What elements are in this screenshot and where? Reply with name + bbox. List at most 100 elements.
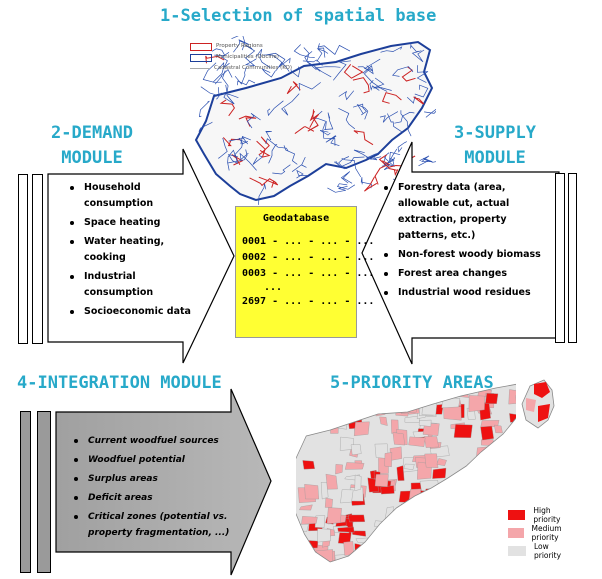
priority-cell — [395, 405, 409, 417]
priority-cell — [469, 487, 489, 501]
priority-cell — [471, 541, 489, 553]
priority-cell — [431, 563, 442, 569]
priority-cell — [503, 438, 516, 447]
priority-cell — [459, 534, 475, 547]
municipality-boundary — [222, 137, 241, 147]
priority-cell — [421, 533, 438, 548]
priority-cell — [512, 492, 516, 501]
geodatabase-row: 0001 - ... - ... - ... — [242, 236, 375, 247]
priority-cell — [416, 560, 431, 562]
legend-swatch-medium — [508, 528, 524, 538]
priority-cell — [376, 551, 393, 562]
priority-cell — [325, 473, 338, 490]
priority-cell — [358, 546, 367, 559]
title-supply-module: 3-SUPPLY MODULE — [440, 121, 550, 171]
municipality-boundary — [294, 126, 315, 135]
priority-cell — [416, 528, 436, 541]
priority-cell — [485, 393, 499, 404]
priority-cell — [332, 385, 349, 398]
priority-cell — [426, 558, 437, 562]
integration-item: Deficit areas — [72, 490, 247, 506]
priority-cell — [433, 528, 447, 540]
priority-cell — [374, 474, 389, 487]
municipality-boundary — [233, 137, 245, 156]
municipality-boundary — [360, 177, 372, 189]
priority-cell — [301, 552, 316, 560]
demand-stripe-2 — [32, 174, 43, 344]
legend-label-medium: Medium priority — [531, 524, 562, 542]
geodatabase-row: 0002 - ... - ... - ... — [242, 252, 375, 263]
priority-cell — [423, 436, 439, 448]
priority-cell — [466, 557, 479, 562]
municipality-boundary — [231, 154, 244, 166]
municipality-boundary — [214, 69, 233, 85]
legend-swatch-low — [508, 546, 526, 556]
priority-cell — [392, 559, 410, 562]
municipality-boundary — [378, 154, 406, 168]
title-demand-line1: 2-DEMAND — [51, 123, 133, 143]
priority-cell — [509, 429, 516, 439]
priority-cell — [335, 464, 343, 475]
priority-map-outline — [296, 383, 516, 563]
geodatabase-row: 0003 - ... - ... - ... — [242, 268, 375, 279]
priority-cell — [394, 517, 405, 526]
municipality-boundary — [265, 130, 272, 141]
priority-cell — [467, 463, 485, 471]
supply-item: Forestry data (area, allowable cut, actu… — [382, 180, 547, 244]
priority-cell — [424, 453, 439, 469]
priority-cell — [408, 436, 426, 447]
priority-cell — [310, 393, 325, 404]
municipality-boundary — [306, 61, 332, 78]
priority-cell — [353, 421, 370, 437]
priority-areas-map — [296, 383, 516, 569]
priority-cell — [394, 551, 407, 562]
municipality-boundary — [240, 136, 251, 145]
priority-cell — [468, 395, 485, 412]
priority-cell — [296, 543, 307, 559]
priority-cell — [401, 503, 418, 512]
municipality-boundary — [218, 137, 228, 159]
municipality-boundary — [338, 90, 355, 101]
priority-cell — [381, 558, 392, 562]
priority-cell — [316, 390, 333, 398]
priority-cell — [453, 424, 473, 438]
priority-cell — [440, 491, 449, 504]
municipality-boundary — [381, 92, 402, 104]
municipality-boundary — [234, 67, 247, 85]
priority-cell — [298, 418, 310, 428]
priority-cell — [420, 514, 439, 524]
priority-cell — [297, 547, 306, 561]
spatial-base-map-boundaries — [198, 36, 436, 205]
municipality-boundary — [293, 44, 315, 58]
priority-cell — [342, 558, 361, 562]
municipality-boundary — [233, 39, 250, 53]
priority-cell — [370, 388, 379, 395]
municipality-boundary — [373, 77, 392, 91]
priority-cell — [495, 542, 503, 554]
municipality-boundary — [239, 152, 257, 171]
priority-cell — [300, 384, 318, 399]
municipality-boundary — [309, 110, 320, 128]
legend-high: High priority — [508, 506, 567, 524]
priority-cell — [334, 416, 347, 430]
municipality-boundary — [352, 103, 367, 116]
priority-cell — [351, 530, 366, 537]
municipality-boundary — [258, 176, 279, 188]
municipality-boundary — [258, 183, 267, 205]
municipality-boundary — [237, 79, 256, 86]
priority-cell — [458, 513, 475, 524]
priority-cell — [451, 563, 461, 569]
municipality-boundary — [296, 169, 308, 179]
municipality-boundary — [283, 145, 298, 165]
priority-cell — [456, 558, 473, 562]
spatial-base-map — [194, 36, 436, 205]
priority-cell — [443, 406, 462, 421]
title-demand-line2: MODULE — [61, 148, 123, 168]
municipality-boundary — [356, 103, 369, 120]
priority-cell — [368, 390, 384, 403]
municipality-boundary — [291, 156, 307, 172]
municipality-boundary — [290, 66, 301, 78]
municipality-boundary — [262, 68, 276, 78]
municipality-boundary — [228, 136, 248, 145]
legend-swatch-municipalities — [190, 53, 212, 62]
